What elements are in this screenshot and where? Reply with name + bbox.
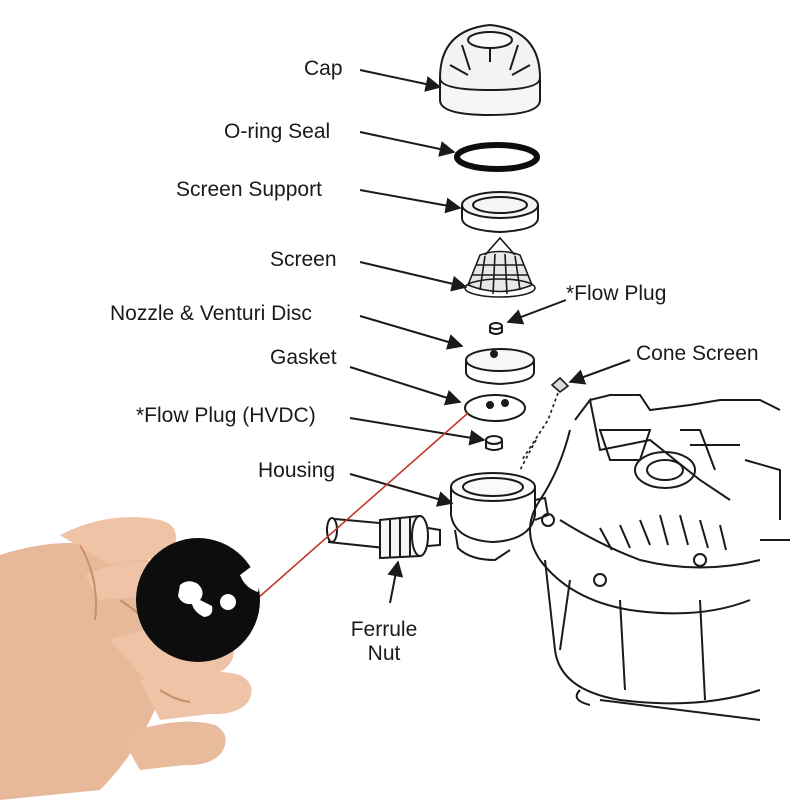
gasket-product-photo [136,538,260,662]
label-screen-support: Screen Support [176,178,322,201]
flow-plug-part [489,322,503,335]
label-cone-screen: Cone Screen [636,342,759,365]
highlight-line [257,412,469,599]
label-ferrule-nut-line2: Nut [367,642,401,665]
label-flow-plug: *Flow Plug [566,282,667,305]
label-o-ring-seal: O-ring Seal [224,120,331,143]
label-cap: Cap [304,57,343,80]
screen-support-part [461,191,539,234]
label-screen: Screen [270,248,337,271]
label-ferrule-nut: Ferrule Nut [334,618,434,666]
gasket-part [464,394,526,422]
housing-part [450,472,550,562]
flow-plug-hvdc-part [485,435,503,451]
ferrule-nut-part [379,514,441,560]
label-nozzle-venturi-disc: Nozzle & Venturi Disc [110,302,312,325]
label-gasket: Gasket [270,346,337,369]
o-ring-part [454,142,540,172]
valve-body [529,394,790,721]
label-housing: Housing [258,459,336,482]
screen-part [464,236,536,298]
cone-screen-part [519,376,570,471]
label-ferrule-nut-line1: Ferrule [350,618,418,641]
cap-part [438,23,542,117]
label-flow-plug-hvdc: *Flow Plug (HVDC) [136,404,316,427]
nozzle-venturi-disc-part [465,348,535,386]
leader-arrows [349,69,631,604]
